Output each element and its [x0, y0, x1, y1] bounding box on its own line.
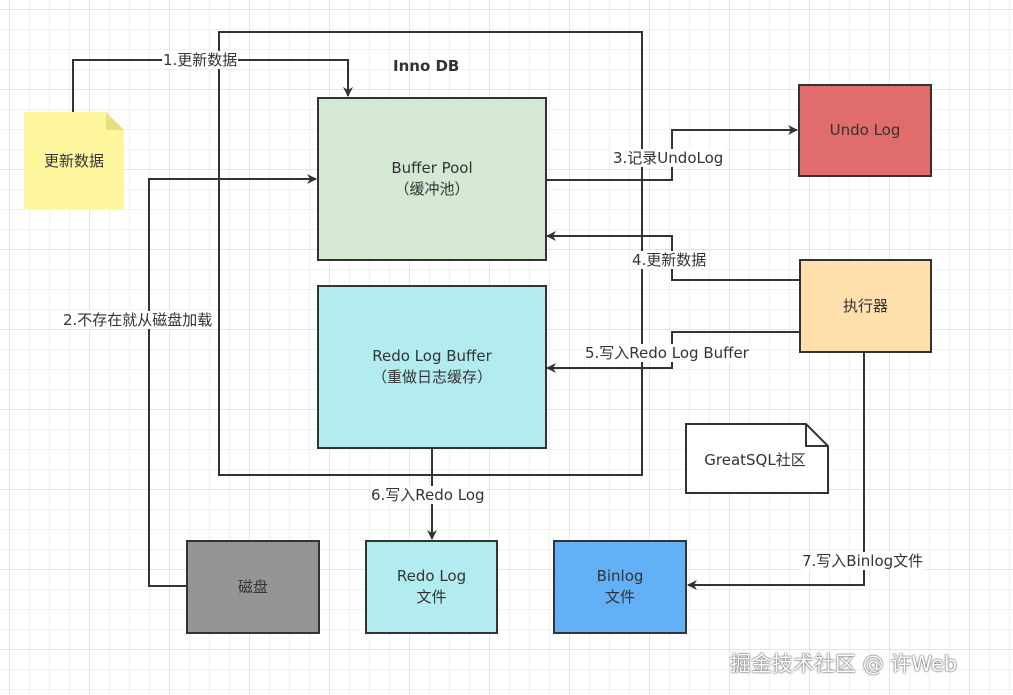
disk-node: 磁盘 — [186, 540, 320, 634]
edge-7-line — [687, 353, 865, 590]
redo-log-buffer-node: Redo Log Buffer （重做日志缓存） — [317, 285, 547, 449]
edge-3-label: 3.记录UndoLog — [612, 149, 725, 167]
disk-label: 磁盘 — [237, 577, 268, 596]
edge-2-line — [148, 174, 317, 587]
edge-2-label: 2.不存在就从磁盘加载 — [62, 311, 214, 329]
undo-log-label: Undo Log — [829, 121, 901, 139]
executor-node: 执行器 — [799, 259, 932, 353]
buffer-pool-subtitle: （缓冲池） — [394, 180, 470, 198]
binlog-file-title: Binlog — [596, 567, 644, 585]
redo-log-file-title: Redo Log — [396, 567, 467, 585]
redo-log-buffer-subtitle: （重做日志缓存） — [371, 368, 492, 386]
edge-6-label: 6.写入Redo Log — [370, 486, 486, 504]
redo-log-buffer-title: Redo Log Buffer — [372, 347, 492, 365]
innodb-title: Inno DB — [393, 57, 460, 75]
executor-label: 执行器 — [842, 296, 888, 315]
redo-log-file-subtitle: 文件 — [416, 588, 447, 606]
undo-log-node: Undo Log — [798, 84, 932, 177]
greatsql-note-label: GreatSQL社区 — [704, 450, 806, 469]
update-data-note — [24, 112, 124, 209]
greatsql-note — [685, 423, 829, 494]
redo-log-file-node: Redo Log 文件 — [365, 540, 498, 634]
edge-5-label: 5.写入Redo Log Buffer — [584, 344, 750, 362]
watermark: 掘金技术社区 @ 许Web — [730, 652, 958, 676]
binlog-file-subtitle: 文件 — [604, 588, 635, 606]
buffer-pool-node: Buffer Pool （缓冲池） — [317, 97, 547, 261]
edge-1-label: 1.更新数据 — [162, 51, 239, 69]
edge-4-label: 4.更新数据 — [631, 251, 708, 269]
edge-7-label: 7.写入Binlog文件 — [801, 552, 925, 570]
binlog-file-node: Binlog 文件 — [553, 540, 687, 634]
update-data-note-label: 更新数据 — [43, 152, 104, 170]
buffer-pool-title: Buffer Pool — [391, 159, 473, 177]
